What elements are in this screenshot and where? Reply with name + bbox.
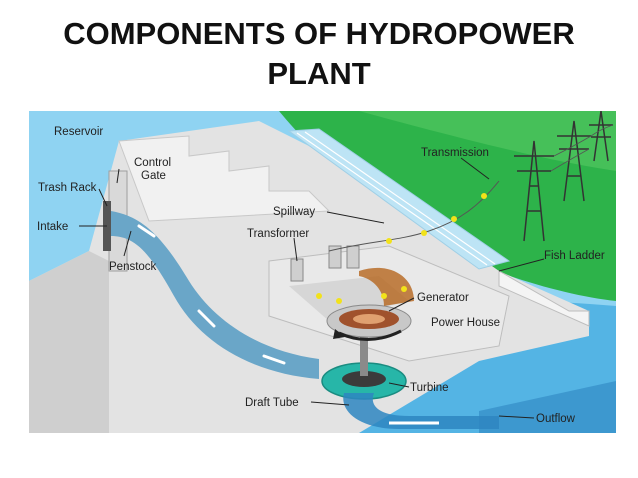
transmission-line — [328, 180, 500, 252]
title-line-2: PLANT — [267, 56, 371, 91]
transformer-unit-1 — [290, 258, 304, 282]
dam-face-shadow — [29, 251, 109, 433]
label-trash-rack: Trash Rack — [38, 182, 97, 194]
label-transformer: Transformer — [247, 228, 309, 240]
spillway-chute — [287, 128, 511, 270]
label-control-gate-line-1: Control — [134, 157, 171, 169]
slide-title: COMPONENTS OF HYDROPOWER PLANT — [0, 14, 638, 94]
label-fish-ladder: Fish Ladder — [544, 250, 605, 262]
transmission-wires — [550, 124, 614, 172]
fish-ladder — [498, 270, 590, 327]
transmission-tower-1 — [514, 140, 554, 242]
transmission-markers — [316, 193, 487, 304]
label-reservoir: Reservoir — [54, 126, 103, 138]
hydropower-diagram: Reservoir Control Gate Trash Rack Intake… — [29, 111, 616, 433]
title-line-1: COMPONENTS OF HYDROPOWER — [63, 16, 575, 51]
turbine-runner — [342, 371, 386, 387]
outflow-water — [479, 381, 616, 433]
leader-lines — [79, 157, 545, 419]
transformer-unit-2 — [328, 245, 342, 269]
penstock-flow-arrows — [137, 224, 286, 365]
label-penstock: Penstock — [109, 261, 157, 273]
label-intake: Intake — [37, 221, 68, 233]
label-control-gate-line-2: Gate — [141, 170, 166, 182]
label-spillway: Spillway — [273, 206, 315, 218]
transformer-unit-3 — [346, 245, 360, 269]
penstock-pipe — [111, 211, 319, 379]
generator-dome — [359, 267, 414, 306]
generator-rotation-arrow — [338, 329, 402, 342]
label-transmission: Transmission — [421, 147, 489, 159]
label-outflow: Outflow — [536, 413, 576, 425]
label-turbine: Turbine — [410, 382, 449, 394]
dam-steps — [118, 135, 331, 222]
turbine-shaft — [360, 321, 368, 376]
label-draft-tube: Draft Tube — [245, 397, 299, 409]
label-power-house: Power House — [431, 317, 500, 329]
transmission-tower-3 — [589, 111, 613, 162]
draft-tube — [343, 393, 499, 429]
transmission-tower-2 — [557, 120, 591, 202]
label-generator: Generator — [417, 292, 469, 304]
